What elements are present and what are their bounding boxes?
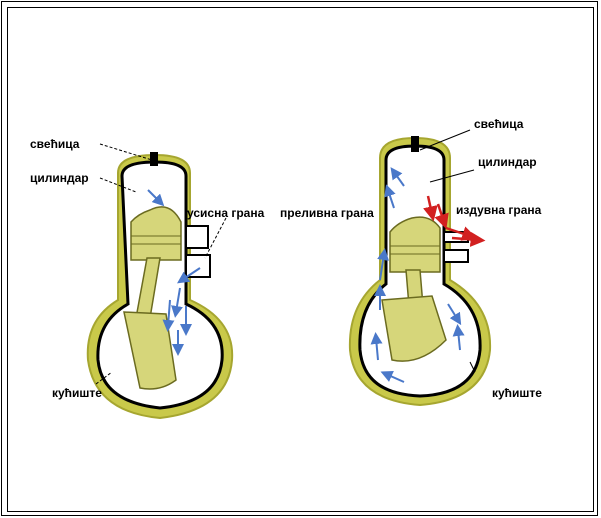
right-engine bbox=[350, 130, 490, 405]
left-cylinder-label: цилиндар bbox=[30, 171, 89, 185]
right-cylinder-label: цилиндар bbox=[478, 155, 537, 169]
left-intake-label: усисна грана bbox=[187, 206, 265, 220]
left-engine bbox=[88, 144, 232, 418]
left-spark-plug-label: свећица bbox=[30, 137, 80, 151]
left-crankcase-label: кућиште bbox=[52, 386, 102, 400]
right-exhaust-label: издувна грана bbox=[456, 203, 542, 217]
left-piston bbox=[131, 207, 181, 260]
left-intake-duct bbox=[186, 255, 210, 277]
right-spark-plug bbox=[411, 136, 419, 152]
right-exhaust-duct bbox=[444, 250, 468, 262]
left-spark-plug bbox=[150, 152, 158, 166]
right-crankcase-label: кућиште bbox=[492, 386, 542, 400]
right-piston bbox=[390, 217, 440, 272]
left-intake-port bbox=[186, 226, 208, 248]
right-spark-plug-label: свећица bbox=[474, 117, 524, 131]
right-transfer-label: преливна грана bbox=[280, 206, 374, 220]
